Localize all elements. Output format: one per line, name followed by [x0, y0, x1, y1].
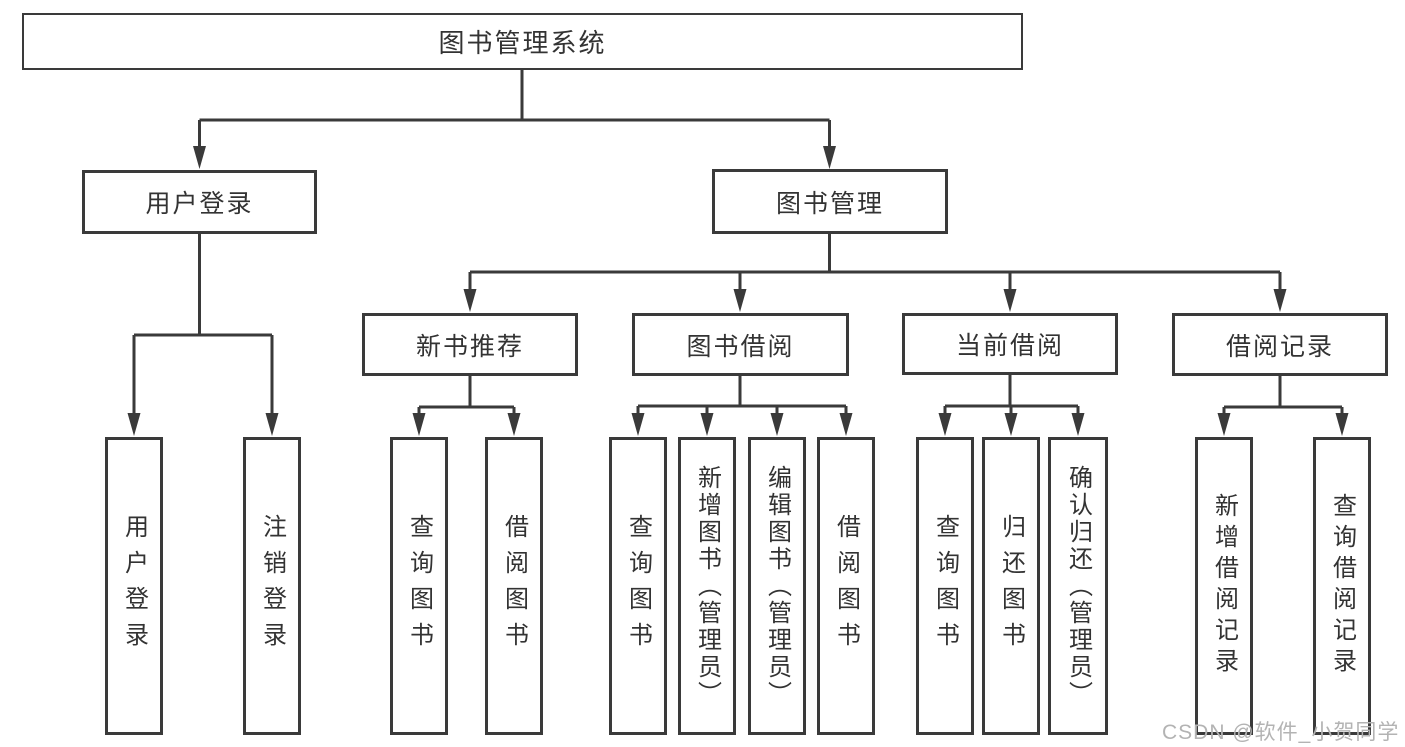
- leaf-edit-book-admin-label: 编辑图书（管理员）: [763, 464, 791, 708]
- node-book-management-label: 图书管理: [775, 189, 884, 218]
- leaf-return-book-label: 归还图书: [997, 514, 1025, 658]
- node-current-borrow-label: 当前借阅: [955, 332, 1064, 360]
- leaf-recommend-query-book-label: 查询图书: [405, 514, 433, 658]
- leaf-confirm-return-admin: 确认归还（管理员）: [1048, 437, 1108, 735]
- node-new-book-recommend: 新书推荐: [362, 313, 578, 376]
- arrowheads: [127, 146, 1349, 436]
- node-library-management-system-label: 图书管理系统: [438, 28, 607, 58]
- node-book-borrow-label: 图书借阅: [686, 332, 795, 361]
- connector-root: [198, 69, 831, 147]
- leaf-recommend-query-book: 查询图书: [390, 437, 448, 735]
- connector-current-borrow: [943, 375, 1080, 415]
- leaf-current-query-book: 查询图书: [916, 437, 974, 735]
- leaf-borrow-query-book-label: 查询图书: [624, 514, 652, 658]
- leaf-user-login-label: 用户登录: [120, 514, 148, 658]
- node-library-management-system: 图书管理系统: [22, 13, 1023, 70]
- leaf-query-borrow-record: 查询借阅记录: [1313, 437, 1371, 735]
- leaf-add-book-admin: 新增图书（管理员）: [678, 437, 736, 735]
- leaf-recommend-borrow-book: 借阅图书: [485, 437, 543, 735]
- leaf-borrow-book-label: 借阅图书: [832, 514, 860, 658]
- leaf-query-borrow-record-label: 查询借阅记录: [1328, 493, 1356, 679]
- leaf-borrow-book: 借阅图书: [817, 437, 875, 735]
- node-book-borrow: 图书借阅: [632, 313, 849, 376]
- connector-book-management: [468, 233, 1282, 290]
- leaf-return-book: 归还图书: [982, 437, 1040, 735]
- leaf-borrow-query-book: 查询图书: [609, 437, 667, 735]
- leaf-confirm-return-admin-label: 确认归还（管理员）: [1064, 464, 1092, 708]
- csdn-watermark: CSDN @软件_小贺同学: [1162, 721, 1400, 744]
- connector-new-book-recommend: [417, 376, 516, 415]
- node-user-login-label: 用户登录: [145, 190, 254, 218]
- leaf-logout-label: 注销登录: [258, 514, 286, 658]
- leaf-current-query-book-label: 查询图书: [931, 514, 959, 658]
- leaf-add-borrow-record: 新增借阅记录: [1195, 437, 1253, 735]
- leaf-recommend-borrow-book-label: 借阅图书: [500, 514, 528, 658]
- leaf-edit-book-admin: 编辑图书（管理员）: [748, 437, 806, 735]
- connector-book-borrow: [636, 376, 848, 415]
- connector-borrow-record: [1222, 376, 1344, 415]
- leaf-logout: 注销登录: [243, 437, 301, 735]
- node-user-login: 用户登录: [82, 170, 317, 234]
- connector-user-login: [132, 234, 274, 415]
- leaf-add-book-admin-label: 新增图书（管理员）: [693, 464, 721, 708]
- leaf-add-borrow-record-label: 新增借阅记录: [1210, 493, 1238, 679]
- node-borrow-record-label: 借阅记录: [1225, 332, 1334, 361]
- node-current-borrow: 当前借阅: [902, 313, 1118, 375]
- node-borrow-record: 借阅记录: [1172, 313, 1388, 376]
- node-book-management: 图书管理: [712, 169, 948, 234]
- leaf-user-login: 用户登录: [105, 437, 163, 735]
- node-new-book-recommend-label: 新书推荐: [415, 332, 524, 361]
